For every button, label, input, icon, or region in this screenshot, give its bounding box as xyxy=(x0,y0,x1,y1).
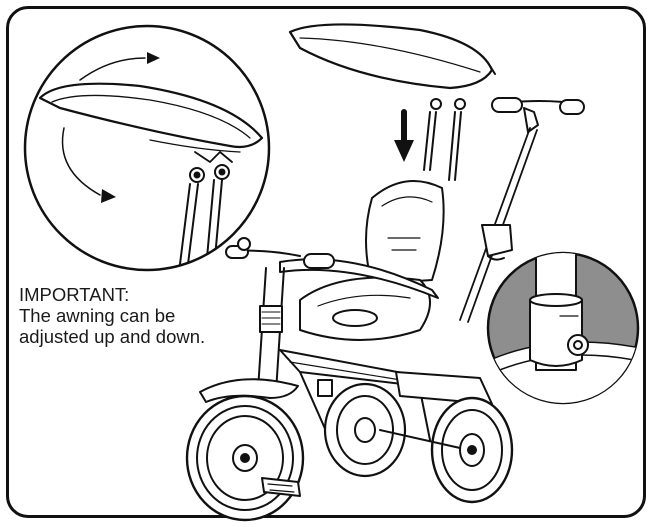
rear-wheel xyxy=(430,396,514,504)
canopy-adjustment-detail xyxy=(23,24,271,272)
important-note: IMPORTANT: The awning can be adjusted up… xyxy=(19,284,205,347)
page-border xyxy=(6,6,646,518)
insert-arrow-icon xyxy=(394,140,414,162)
down-arrow-icon xyxy=(101,189,116,203)
up-arrow-icon xyxy=(147,52,160,64)
note-heading: IMPORTANT: xyxy=(19,284,130,305)
tricycle-main xyxy=(185,23,585,522)
note-line-2: adjusted up and down. xyxy=(19,326,206,347)
front-wheel xyxy=(185,394,305,522)
middle-rear-wheel xyxy=(323,382,407,478)
note-line-1: The awning can be xyxy=(19,305,176,326)
push-bar-clip-detail xyxy=(486,251,640,405)
